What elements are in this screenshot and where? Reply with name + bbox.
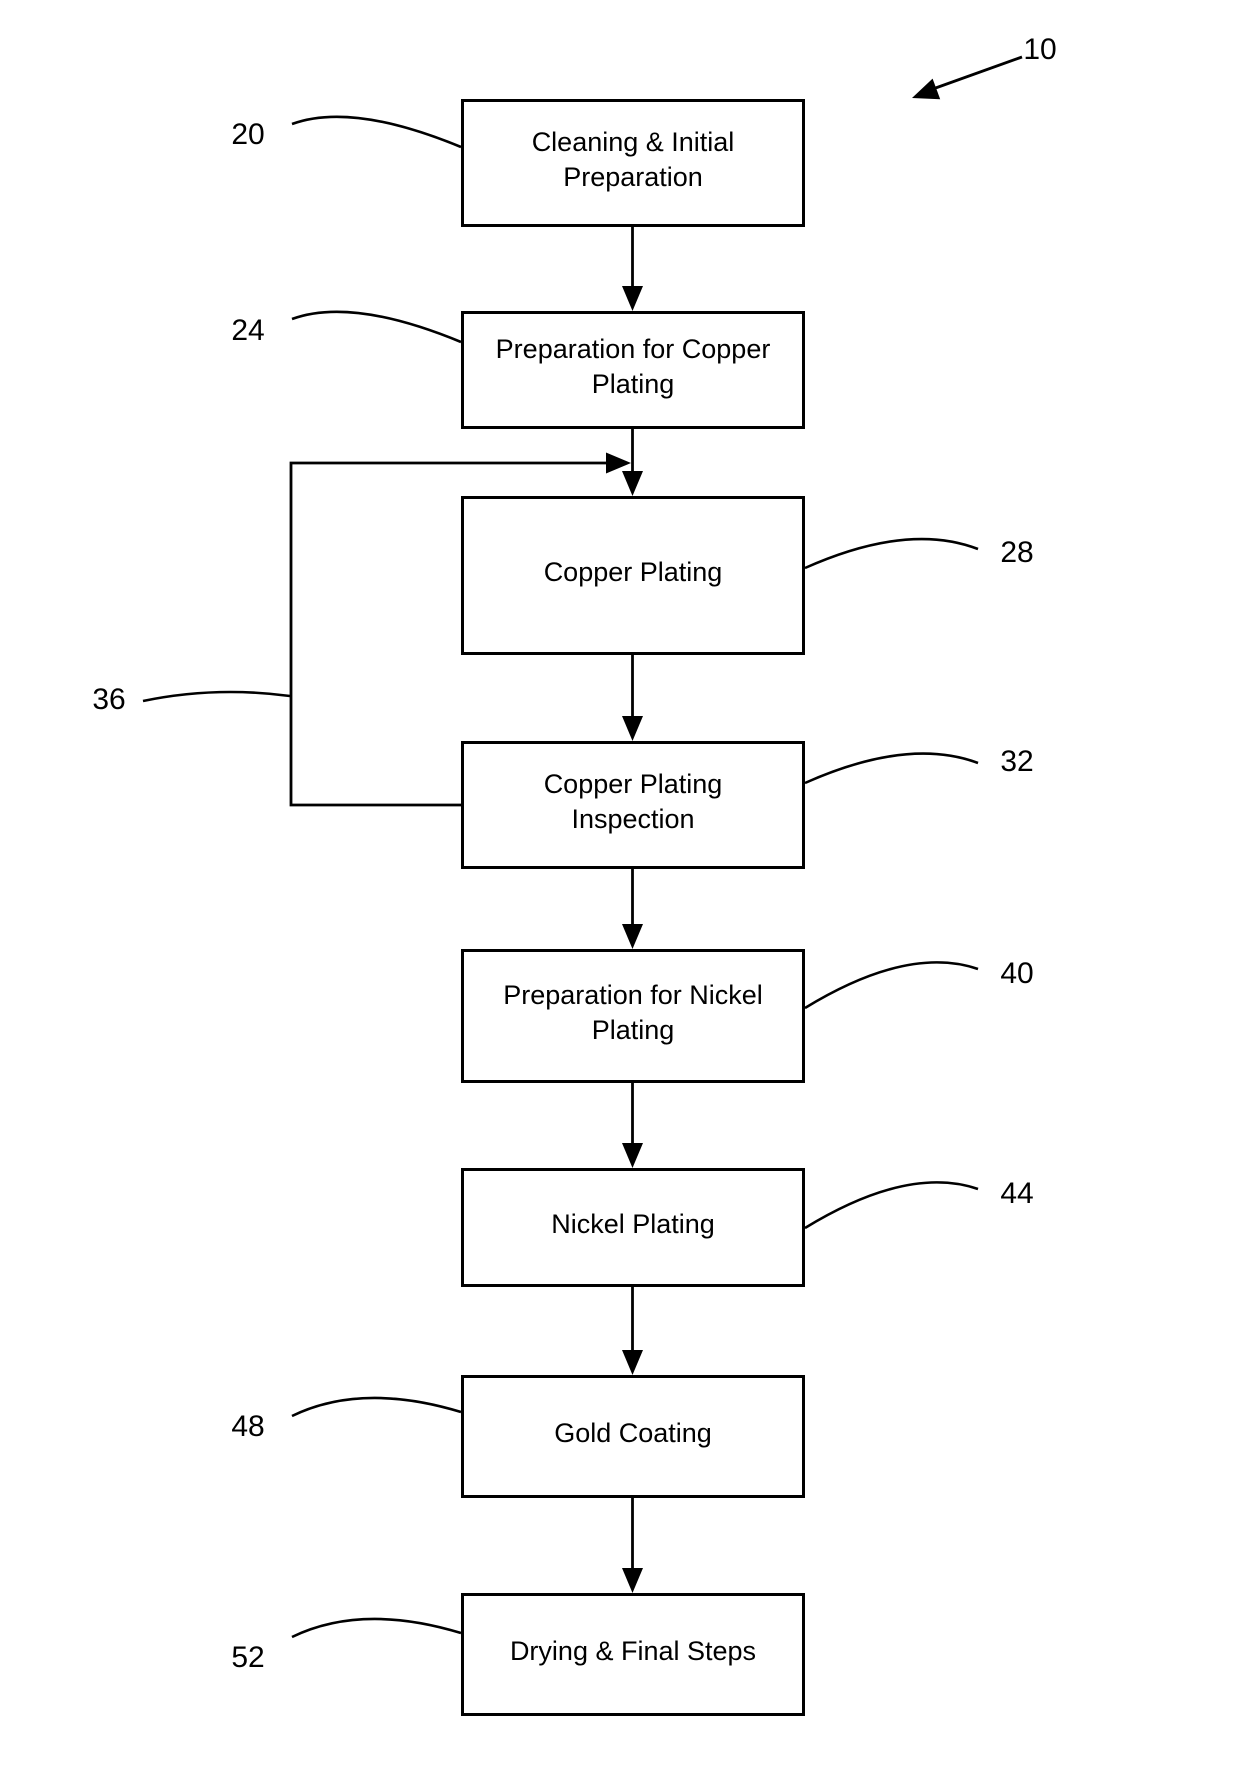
- flow-box-label: Copper Plating: [543, 556, 723, 587]
- leader-lines: [142, 115, 979, 1639]
- ref-label-36: 36: [92, 683, 126, 716]
- flow-box-label: Nickel Plating: [551, 1208, 715, 1239]
- arrowhead-down-icon: [622, 286, 643, 311]
- arrowhead-down-icon: [622, 471, 643, 496]
- flow-box-label: Preparation for Nickel Plating: [503, 979, 763, 1045]
- arrowhead-down-icon: [622, 716, 643, 741]
- leader-line-32: [804, 752, 979, 785]
- flow-arrow-4: [622, 869, 643, 949]
- flow-arrow-7: [622, 1498, 643, 1593]
- flow-box-preparation-for-nickel-plating: Preparation for Nickel Plating: [461, 949, 805, 1083]
- flow-box-label: Drying & Final Steps: [509, 1635, 757, 1666]
- leader-line-52: [291, 1617, 462, 1639]
- leader-line-20: [291, 115, 462, 149]
- ref-label-10: 10: [1023, 33, 1057, 66]
- flow-arrow-1: [622, 227, 643, 311]
- flow-box-cleaning-initial-preparation: Cleaning & Initial Preparation: [461, 99, 805, 227]
- flow-arrow-2: [622, 429, 643, 496]
- leader-line-36: [142, 690, 291, 703]
- ref-label-52: 52: [231, 1641, 265, 1674]
- flow-box-label: Preparation for Copper Plating: [495, 333, 771, 399]
- flow-arrow-6: [622, 1287, 643, 1375]
- flow-box-drying-final-steps: Drying & Final Steps: [461, 1593, 805, 1716]
- arrowhead-down-icon: [622, 1143, 643, 1168]
- flow-arrow-5: [622, 1083, 643, 1168]
- arrowhead-right-icon: [606, 452, 631, 474]
- leader-line-40: [804, 961, 979, 1010]
- figure-pointer-arrow: [912, 55, 1023, 100]
- arrowhead-down-icon: [622, 1350, 643, 1375]
- ref-label-24: 24: [231, 314, 265, 347]
- flow-box-label: Cleaning & Initial Preparation: [531, 126, 735, 192]
- ref-label-40: 40: [1000, 957, 1034, 990]
- flow-box-label: Copper Plating Inspection: [543, 768, 723, 834]
- ref-label-20: 20: [231, 118, 265, 151]
- arrowhead-down-icon: [622, 924, 643, 949]
- feedback-loop-line: [289, 452, 631, 807]
- arrowhead-down-icon: [622, 1568, 643, 1593]
- ref-label-32: 32: [1000, 745, 1034, 778]
- flow-box-gold-coating: Gold Coating: [461, 1375, 805, 1498]
- flow-box-preparation-for-copper-plating: Preparation for Copper Plating: [461, 311, 805, 429]
- leader-line-44: [804, 1181, 979, 1230]
- ref-label-28: 28: [1000, 536, 1034, 569]
- leader-line-48: [291, 1396, 462, 1418]
- arrowhead-icon: [912, 78, 941, 100]
- leader-line-28: [804, 537, 979, 570]
- flow-box-label: Gold Coating: [554, 1417, 712, 1448]
- flow-arrow-3: [622, 655, 643, 741]
- flow-box-nickel-plating: Nickel Plating: [461, 1168, 805, 1287]
- flow-box-copper-plating-inspection: Copper Plating Inspection: [461, 741, 805, 869]
- leader-line-24: [291, 310, 462, 344]
- ref-label-48: 48: [231, 1410, 265, 1443]
- ref-label-44: 44: [1000, 1177, 1034, 1210]
- flow-box-copper-plating: Copper Plating: [461, 496, 805, 655]
